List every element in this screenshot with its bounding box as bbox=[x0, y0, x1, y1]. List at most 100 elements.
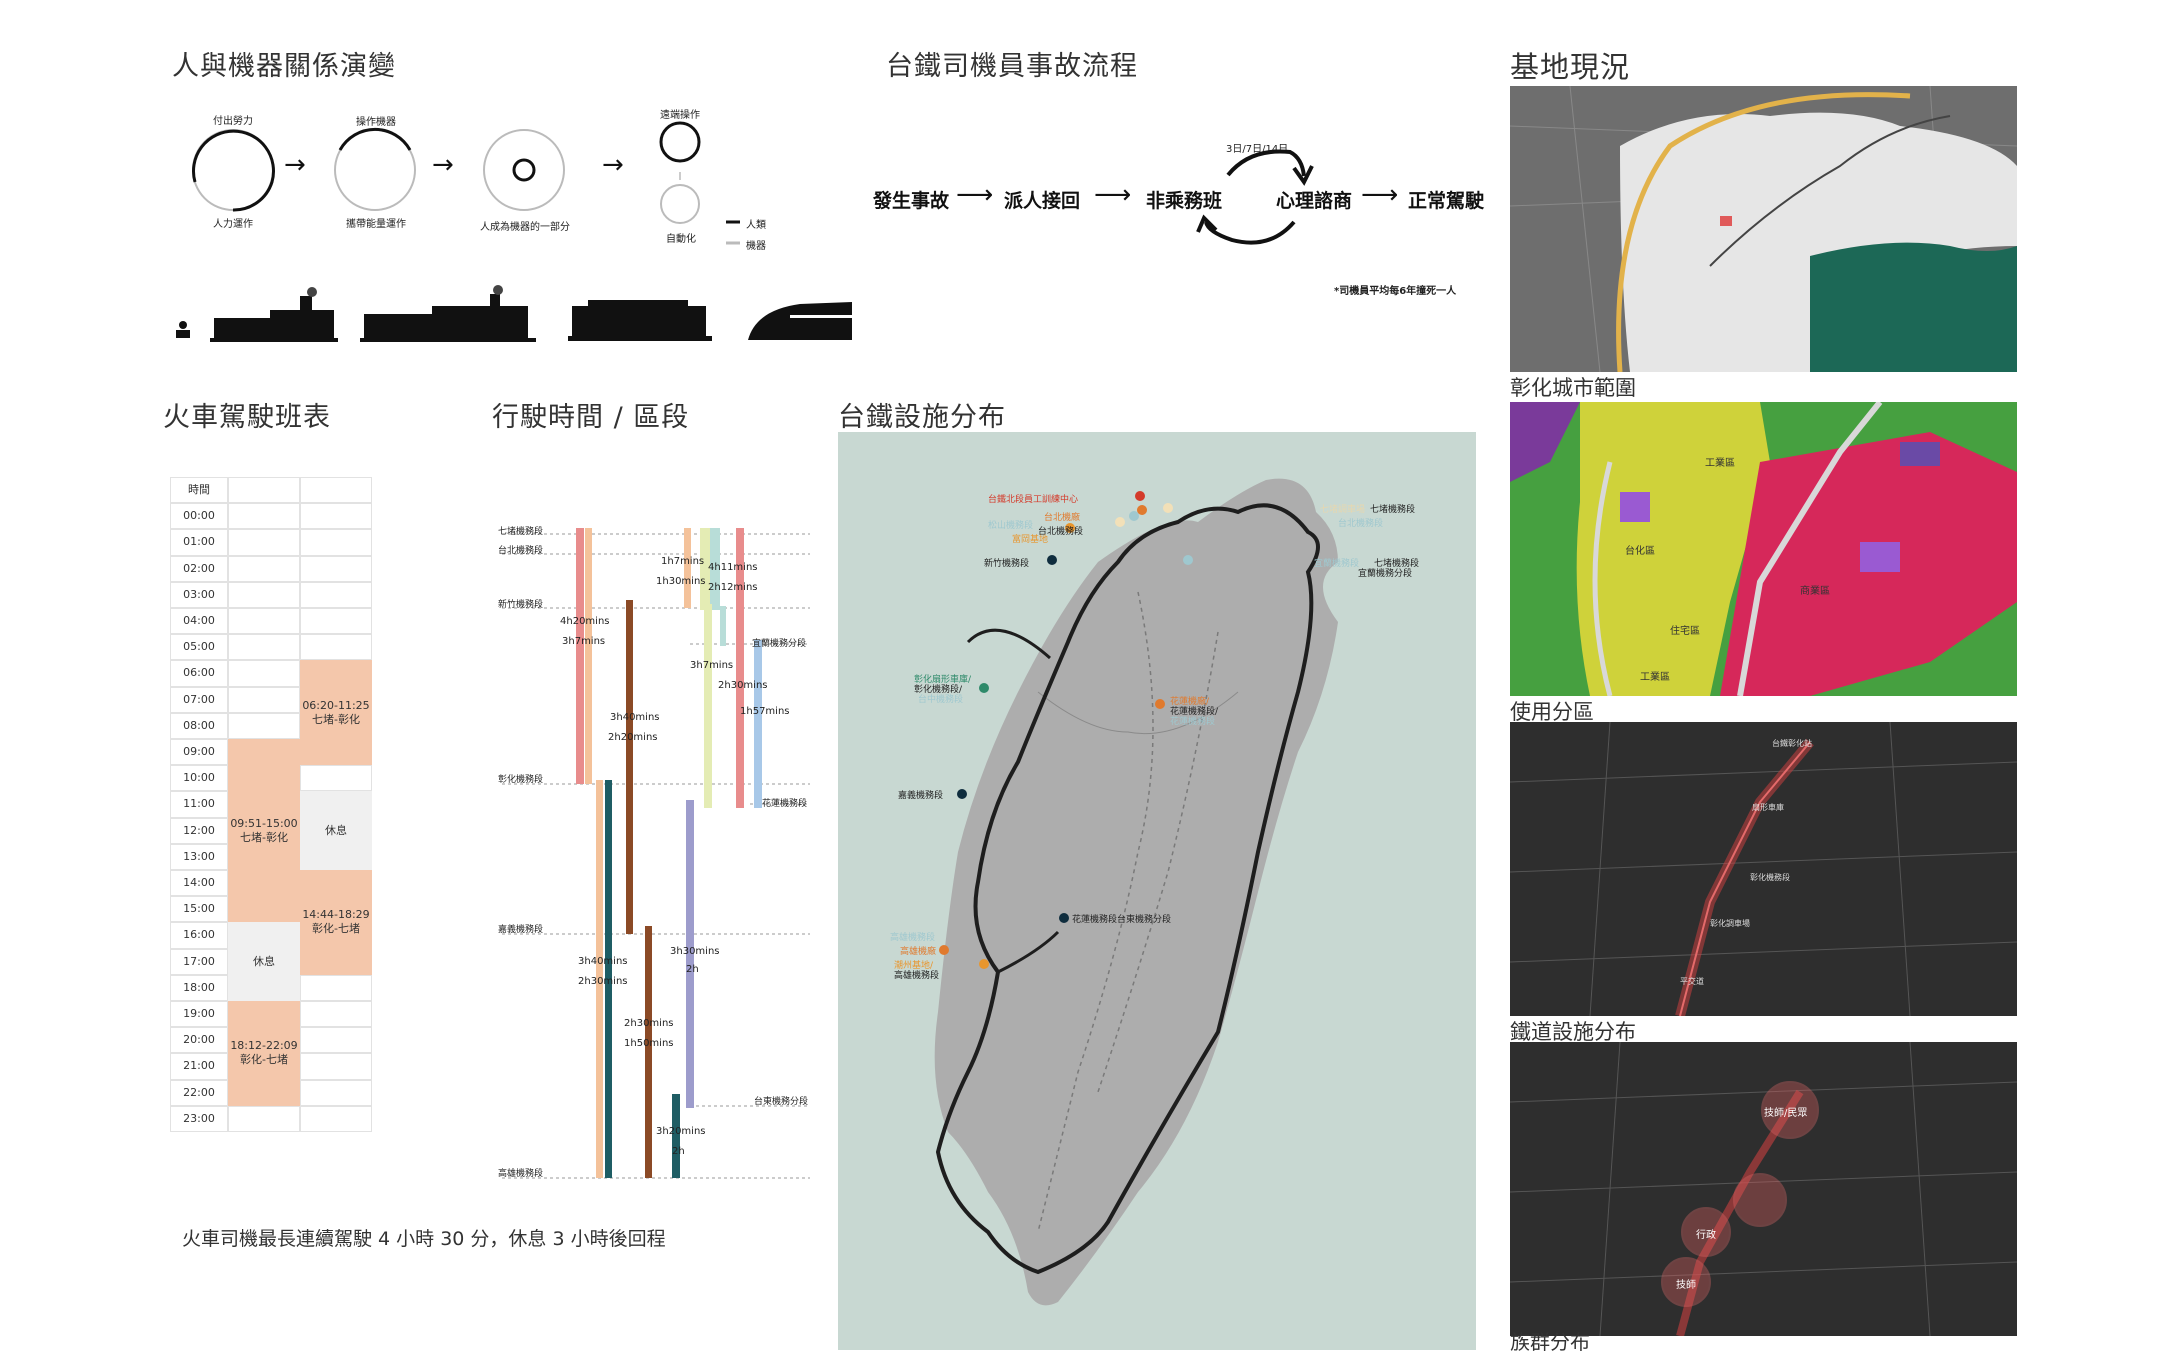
facility-dot bbox=[1137, 505, 1147, 515]
arrow-right-icon: → bbox=[284, 150, 306, 180]
duration-label: 3h7mins bbox=[690, 660, 734, 671]
schedule-empty-cell bbox=[300, 1027, 372, 1054]
segment-bar bbox=[672, 1094, 680, 1178]
duration-label: 3h40mins bbox=[610, 712, 660, 723]
group-tag: 行政 bbox=[1696, 1230, 1716, 1241]
shift-route: 休息 bbox=[325, 823, 347, 837]
map-label: 七堵機務段 bbox=[1370, 505, 1416, 515]
machine-circle bbox=[483, 129, 565, 211]
duration-label: 2h bbox=[672, 1146, 685, 1157]
shift-time: 09:51-15:00 bbox=[230, 816, 298, 830]
schedule-empty-cell bbox=[300, 634, 372, 661]
city-boundary-map bbox=[1510, 86, 2017, 372]
duration-label: 2h20mins bbox=[608, 732, 658, 743]
schedule-time-cell: 07:00 bbox=[170, 686, 228, 713]
map-label: 台中機務段 bbox=[918, 695, 964, 705]
map-label: 彰化機務段/ bbox=[914, 685, 963, 695]
facility-dot bbox=[1163, 503, 1173, 513]
railway-line bbox=[935, 503, 1320, 1275]
flow-step-5: 正常駕駛 bbox=[1408, 190, 1485, 212]
segment-bar bbox=[645, 926, 652, 1178]
map-label: 高雄機廠 bbox=[900, 947, 937, 957]
schedule-footnote: 火車司機最長連續駕駛 4 小時 30 分，休息 3 小時後回程 bbox=[182, 1228, 666, 1250]
duration-label: 1h50mins bbox=[624, 1038, 674, 1049]
map-label: 七堵機務段 bbox=[1374, 559, 1420, 569]
schedule-time-cell: 03:00 bbox=[170, 581, 228, 608]
arrow-right-icon: → bbox=[432, 150, 454, 180]
shift-time: 06:20-11:25 bbox=[302, 698, 370, 712]
map-label: 台北機務段 bbox=[1038, 527, 1084, 537]
rail-facility-map: 台鐵彰化站 扇形車庫 彰化機務段 彰化調車場 平交道 bbox=[1510, 722, 2017, 1016]
schedule-empty-cell bbox=[228, 581, 300, 608]
schedule-time-cell: 06:00 bbox=[170, 660, 228, 687]
map-label: 花蓮機務段 bbox=[1170, 717, 1216, 727]
zoning-tag: 工業區 bbox=[1705, 458, 1735, 469]
group-circle bbox=[1733, 1173, 1787, 1227]
schedule-empty-cell bbox=[300, 477, 372, 504]
depot-label: 嘉義機務段 bbox=[498, 925, 544, 935]
facility-dot bbox=[1065, 523, 1075, 533]
segment-bar bbox=[686, 800, 694, 1108]
map-label: 花蓮機務段/ bbox=[1170, 707, 1219, 717]
map-label: 新竹機務段 bbox=[984, 559, 1030, 569]
segment-bar bbox=[700, 528, 710, 610]
segment-bar bbox=[704, 604, 712, 808]
depot-label: 花蓮機務段 bbox=[762, 799, 808, 809]
flow-step-2: 派人接回 bbox=[1004, 190, 1081, 212]
shift-route: 七堵-彰化 bbox=[312, 712, 360, 726]
duration-label: 3h30mins bbox=[670, 946, 720, 957]
duration-label: 4h11mins bbox=[708, 562, 758, 573]
person-icon bbox=[176, 321, 190, 338]
schedule-empty-cell bbox=[228, 555, 300, 582]
depot-label: 高雄機務段 bbox=[498, 1169, 544, 1179]
schedule-time-cell: 00:00 bbox=[170, 503, 228, 530]
arrow-right-icon: ⟶ bbox=[956, 180, 994, 210]
evolution-title: 人與機器關係演變 bbox=[172, 51, 396, 82]
diesel-locomotive-icon bbox=[568, 300, 712, 341]
rail-tag: 彰化調車場 bbox=[1710, 919, 1750, 928]
map-label: 花蓮機務段台東機務分段 bbox=[1072, 915, 1172, 925]
arrow-right-icon: ⟶ bbox=[1361, 180, 1399, 210]
map-label: 潮州基地/ bbox=[894, 961, 934, 971]
schedule-time-cell: 08:00 bbox=[170, 712, 228, 739]
c4-top-label: 遠端操作 bbox=[660, 110, 700, 121]
zoning-tag: 工業區 bbox=[1640, 672, 1670, 683]
schedule-empty-cell bbox=[300, 608, 372, 635]
segment-bar bbox=[710, 528, 720, 610]
human-arc bbox=[338, 127, 412, 151]
map-label: 彰化扇形車庫/ bbox=[914, 675, 972, 685]
facility-dot bbox=[1129, 511, 1139, 521]
steam-locomotive-icon bbox=[360, 285, 536, 342]
facility-dot bbox=[1183, 555, 1193, 565]
caption-group: 族群分布 bbox=[1510, 1330, 1590, 1354]
schedule-empty-cell bbox=[300, 1079, 372, 1106]
schedule-time-cell: 20:00 bbox=[170, 1027, 228, 1054]
map-label: 花蓮機廠/ bbox=[1170, 697, 1210, 707]
schedule-time-cell: 16:00 bbox=[170, 922, 228, 949]
accident-note: *司機員平均每6年撞死一人 bbox=[1334, 286, 1457, 297]
taiwan-map: 台鐵北段員工訓練中心 台北機廠 七堵機務段 七堵調車場 台北機務段 松山機務段 … bbox=[838, 432, 1476, 1350]
zoning-tag: 台化區 bbox=[1625, 546, 1655, 557]
map-label: 嘉義機務段 bbox=[898, 791, 944, 801]
schedule-empty-cell bbox=[228, 686, 300, 713]
c1-top-label: 付出勞力 bbox=[213, 116, 253, 127]
depot-label: 七堵機務段 bbox=[498, 527, 544, 537]
caption-zoning: 使用分區 bbox=[1510, 700, 1594, 724]
schedule-time-cell: 05:00 bbox=[170, 634, 228, 661]
duration-label: 1h7mins bbox=[661, 556, 705, 567]
map-label: 宜蘭機務段 bbox=[1314, 559, 1360, 569]
duration-label: 2h30mins bbox=[624, 1018, 674, 1029]
schedule-time-cell: 02:00 bbox=[170, 555, 228, 582]
taiwan-map-svg bbox=[934, 478, 1338, 1306]
segment-bar bbox=[736, 528, 744, 808]
duration-label: 1h30mins bbox=[656, 576, 706, 587]
duration-label: 2h bbox=[686, 964, 699, 975]
island-shape bbox=[934, 478, 1338, 1306]
segment-bar bbox=[754, 640, 762, 808]
schedule-empty-cell bbox=[228, 634, 300, 661]
rail-tag: 台鐵彰化站 bbox=[1772, 739, 1812, 748]
facility-dot bbox=[979, 959, 989, 969]
schedule-empty-cell bbox=[300, 974, 372, 1001]
c2-top-label: 操作機器 bbox=[356, 117, 396, 128]
